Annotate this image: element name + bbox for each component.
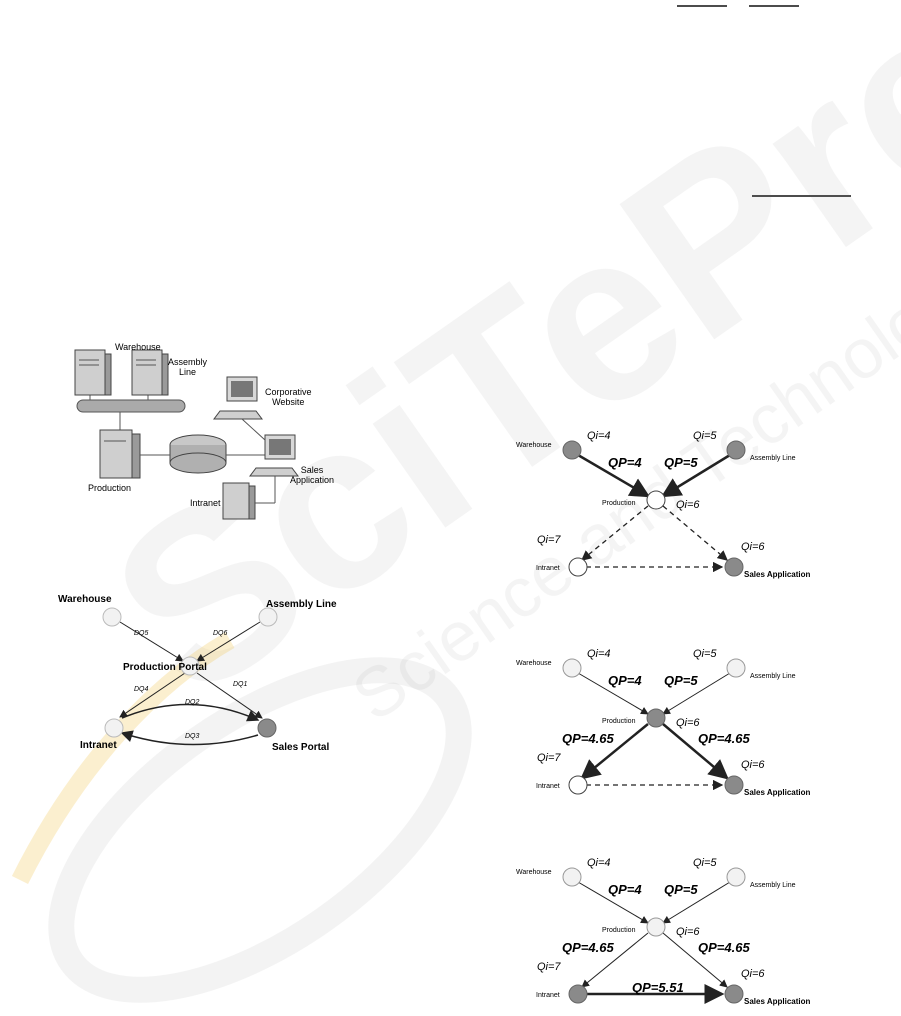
- label-intranet: Intranet: [536, 565, 560, 572]
- label-warehouse: Warehouse: [516, 442, 552, 449]
- qi-intranet: Qi=7: [537, 961, 561, 973]
- qp-intranet: QP=4.65: [562, 940, 614, 955]
- node-warehouse: [102, 607, 122, 627]
- node-production-portal: [180, 656, 200, 676]
- qi-warehouse: Qi=4: [587, 648, 611, 660]
- label-assembly-line: Assembly Line: [266, 599, 337, 610]
- label-production: Production: [88, 483, 132, 493]
- label-intranet: Intranet: [80, 740, 117, 751]
- qi-production: Qi=6: [676, 926, 700, 938]
- label-production: Production: [602, 927, 636, 934]
- qi-assembly: Qi=5: [693, 648, 717, 660]
- label-intranet: Intranet: [536, 783, 560, 790]
- qi-sales: Qi=6: [741, 968, 765, 980]
- edge-label-dq1: DQ1: [233, 681, 248, 688]
- sales-computer-icon: [249, 434, 299, 477]
- label-sales-portal: Sales Portal: [272, 742, 330, 753]
- quality-graph-step2: Warehouse Assembly Line Production Intra…: [500, 646, 840, 806]
- qp-assembly: QP=5: [664, 455, 698, 470]
- quality-graph-step1: Warehouse Assembly Line Production Intra…: [500, 428, 840, 588]
- corporate-website-computer-icon: [213, 376, 263, 420]
- qp-sales: QP=4.65: [698, 940, 750, 955]
- production-server-icon: [99, 429, 141, 479]
- edge-label-dq2: DQ2: [185, 699, 200, 706]
- qi-intranet: Qi=7: [537, 534, 561, 546]
- edge-label-dq4: DQ4: [134, 686, 149, 693]
- label-warehouse: Warehouse: [516, 660, 552, 667]
- edge-label-dq5: DQ5: [134, 630, 149, 637]
- label-warehouse: Warehouse: [516, 869, 552, 876]
- qi-production: Qi=6: [676, 499, 700, 511]
- warehouse-server-icon: [74, 349, 112, 396]
- intranet-server-icon: [222, 482, 256, 520]
- qp-assembly: QP=5: [664, 882, 698, 897]
- qi-assembly: Qi=5: [693, 430, 717, 442]
- database-icon: [169, 434, 227, 474]
- qi-production: Qi=6: [676, 717, 700, 729]
- edge-label-dq6: DQ6: [213, 630, 228, 637]
- qi-sales: Qi=6: [741, 759, 765, 771]
- label-assembly-line: Assembly Line: [750, 673, 796, 680]
- qi-sales: Qi=6: [741, 541, 765, 553]
- edge-label-dq3: DQ3: [185, 733, 200, 740]
- qp-intranet: QP=4.65: [562, 731, 614, 746]
- qp-warehouse: QP=4: [608, 882, 642, 897]
- node-sales-portal: [257, 718, 277, 738]
- label-sales-application: Sales Application: [744, 570, 811, 579]
- qi-assembly: Qi=5: [693, 857, 717, 869]
- qp-sales: QP=4.65: [698, 731, 750, 746]
- flow-graph: Warehouse Assembly Line Production Porta…: [40, 590, 360, 760]
- qp-assembly: QP=5: [664, 673, 698, 688]
- label-assembly-line: Assembly Line: [750, 882, 796, 889]
- label-production-portal: Production Portal: [123, 662, 207, 673]
- label-production: Production: [602, 718, 636, 725]
- label-sales-application: Sales Application: [744, 788, 811, 797]
- qp-warehouse: QP=4: [608, 455, 642, 470]
- top-rules: [677, 5, 851, 197]
- label-assembly-line: Assembly Line: [750, 455, 796, 462]
- quality-graph-step3: Warehouse Assembly Line Production Intra…: [500, 855, 840, 1015]
- label-sales-application: Sales Application: [744, 997, 811, 1006]
- label-intranet: Intranet: [190, 498, 221, 508]
- label-warehouse: Warehouse: [58, 594, 112, 605]
- qi-intranet: Qi=7: [537, 752, 561, 764]
- qi-warehouse: Qi=4: [587, 857, 611, 869]
- node-assembly-line: [258, 607, 278, 627]
- label-production: Production: [602, 500, 636, 507]
- qp-intranet-sales: QP=5.51: [632, 980, 684, 995]
- label-warehouse: Warehouse: [115, 342, 161, 352]
- node-intranet: [104, 718, 124, 738]
- assembly-server-icon: [131, 349, 169, 396]
- qp-warehouse: QP=4: [608, 673, 642, 688]
- label-intranet: Intranet: [536, 992, 560, 999]
- qi-warehouse: Qi=4: [587, 430, 611, 442]
